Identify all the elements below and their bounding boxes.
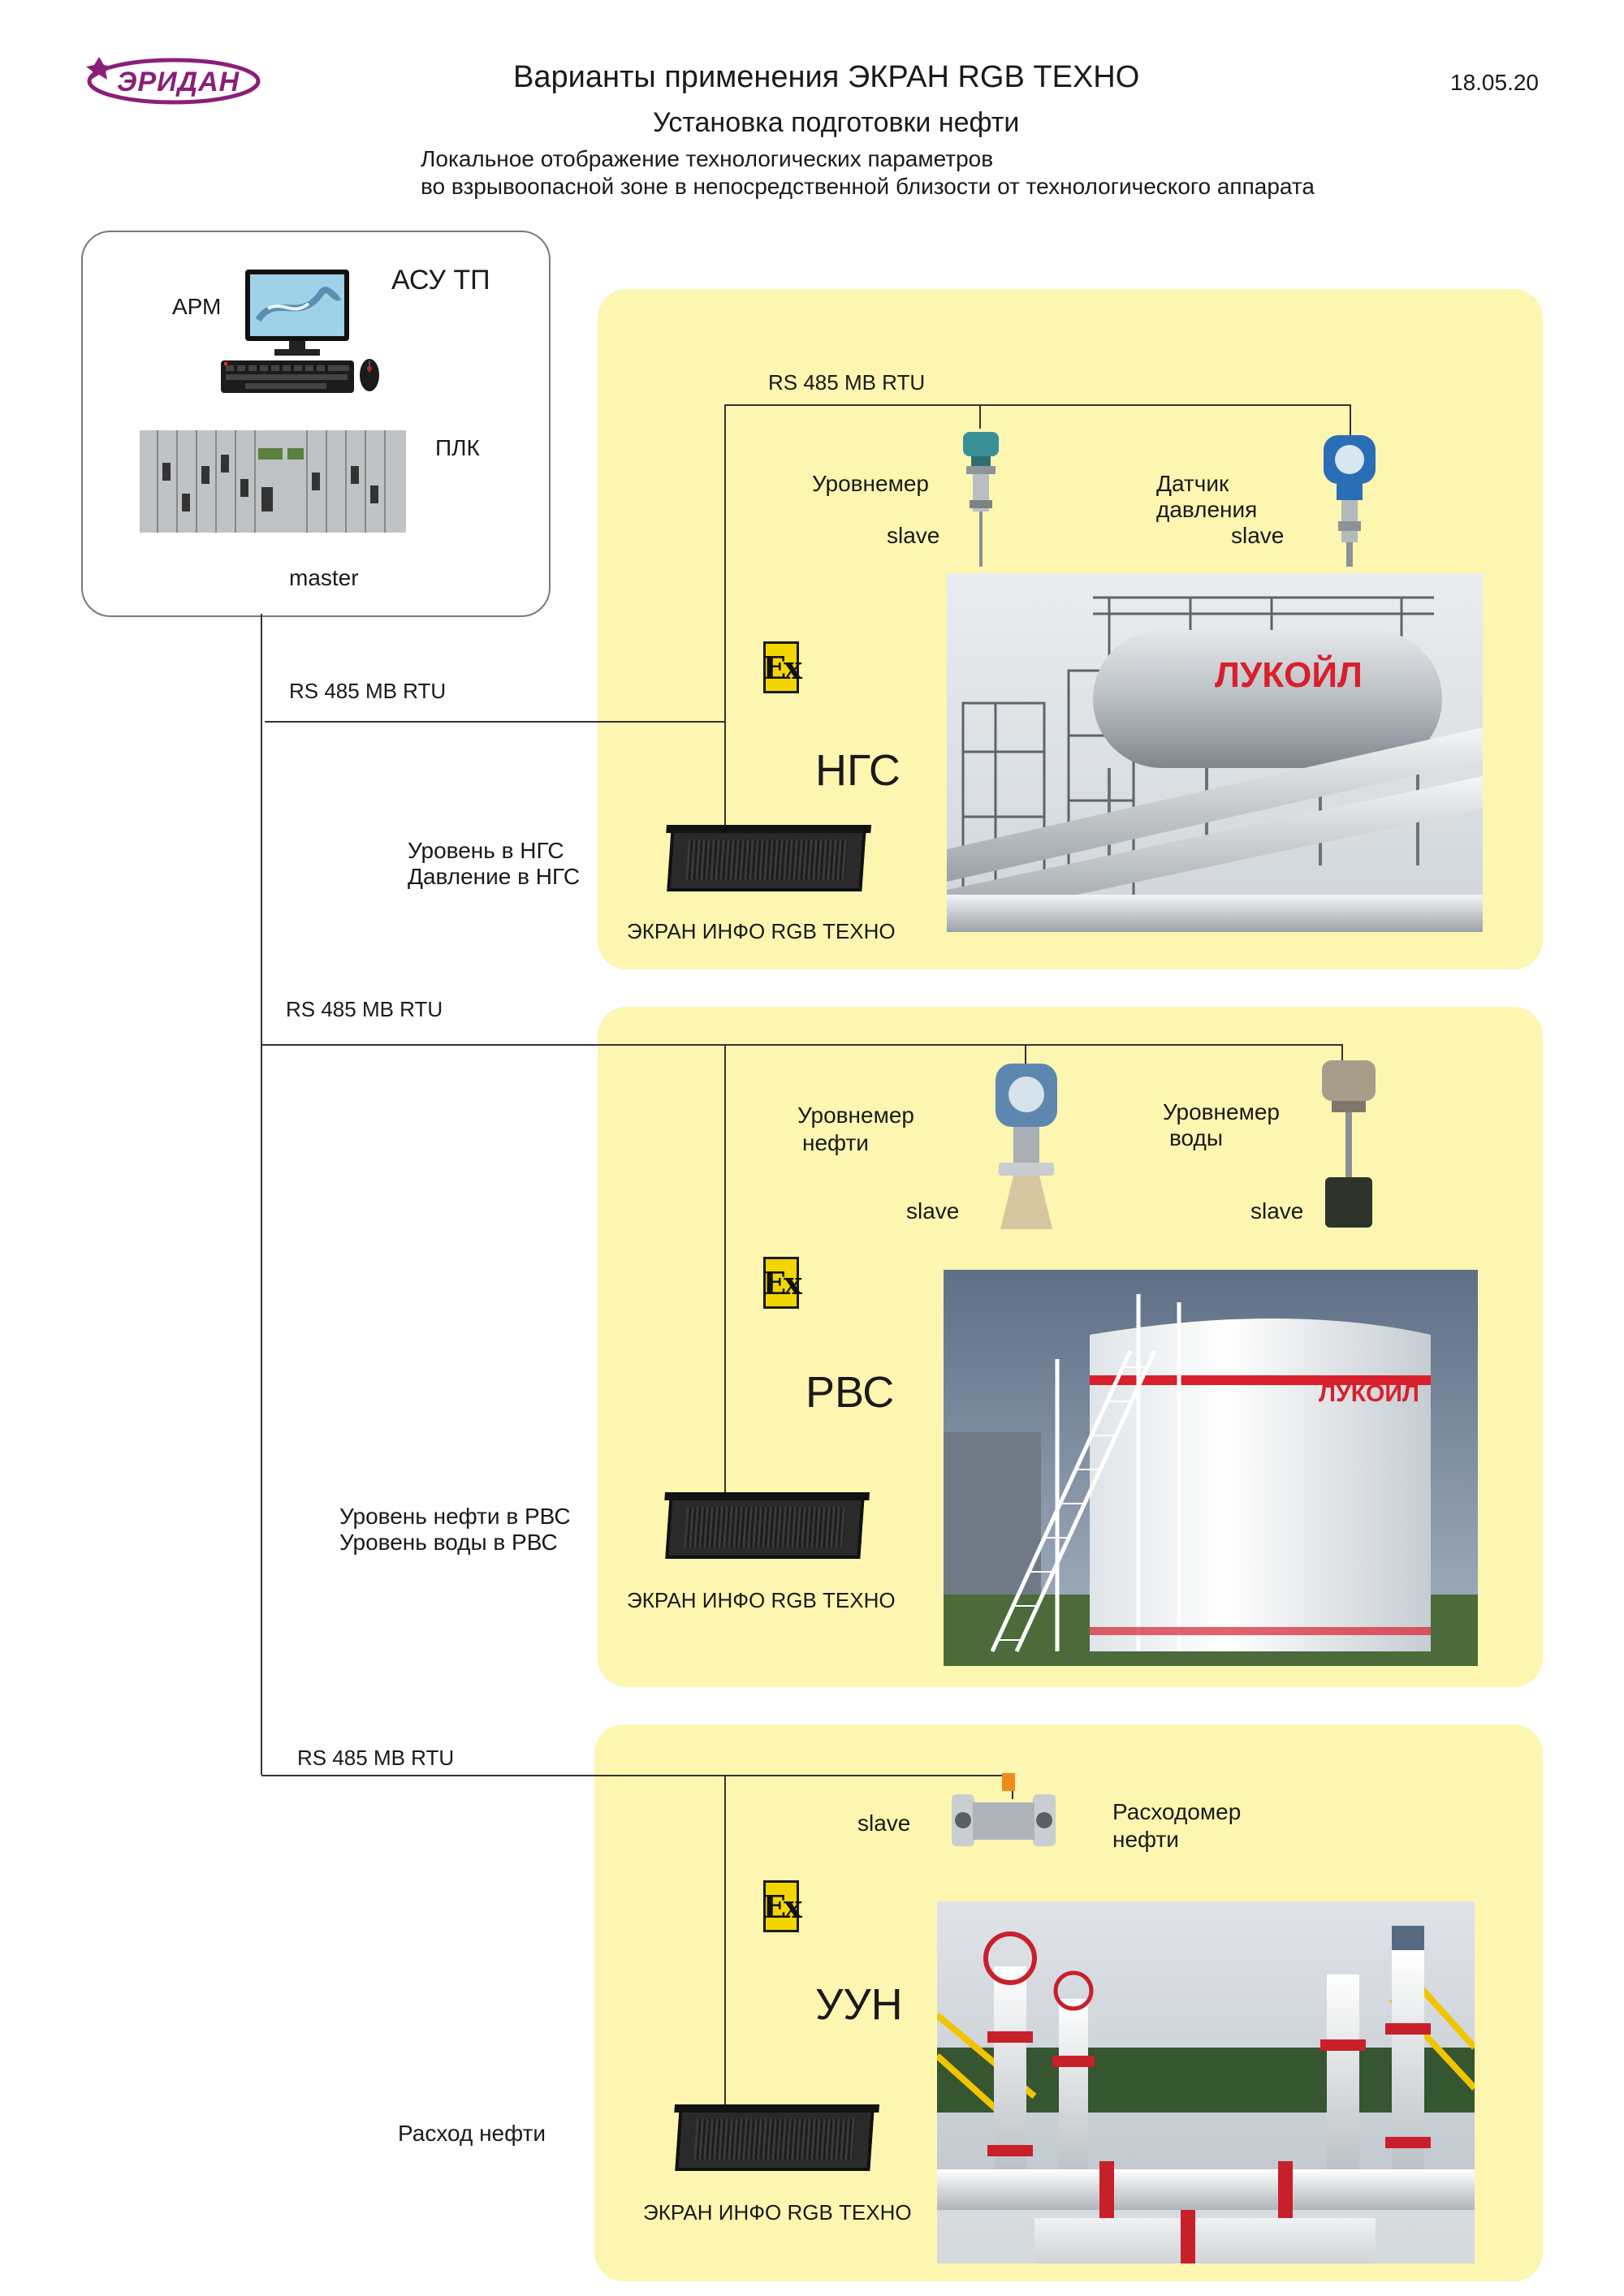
ex-mark-uun: Ex	[762, 1880, 802, 1932]
sensor-label-ngs-2b: давления	[1156, 497, 1258, 522]
section-name-ngs: НГС	[815, 746, 901, 795]
bus-label-top-ngs: RS 485 MB RTU	[768, 370, 926, 395]
bus-vertical-rvs	[724, 1044, 726, 1495]
separator-brand: ЛУКОЙЛ	[1215, 654, 1363, 695]
monitor-icon	[245, 270, 349, 356]
bus-drop-ngs-2	[1350, 404, 1351, 437]
plc-label: ПЛК	[435, 435, 480, 460]
bus-top-ngs	[724, 404, 1351, 406]
keyboard-icon	[221, 360, 354, 393]
oil-level-gauge-rvs	[984, 1060, 1070, 1237]
display-value-ngs-1: Уровень в НГС	[408, 838, 564, 863]
section-name-uun: УУН	[815, 1980, 903, 2029]
pressure-sensor-ngs	[1320, 432, 1379, 568]
screen-label-rvs: ЭКРАН ИНФО RGB ТЕХНО	[627, 1588, 896, 1612]
slave-label-ngs-2: slave	[1231, 523, 1285, 548]
asu-tp-label: АСУ ТП	[391, 265, 490, 296]
screen-label-uun: ЭКРАН ИНФО RGB ТЕХНО	[643, 2200, 912, 2225]
display-screen-ngs	[666, 825, 872, 891]
page-date: 18.05.20	[1450, 70, 1539, 95]
sensor-label-rvs-1a: Уровнемер	[797, 1103, 914, 1128]
display-value-ngs-2: Давление в НГС	[408, 864, 581, 889]
slave-label-rvs-1: slave	[906, 1198, 960, 1224]
display-value-uun: Расход нефти	[398, 2121, 546, 2146]
separator-illustration: ЛУКОЙЛ	[947, 573, 1483, 932]
bus-label-ngs: RS 485 MB RTU	[289, 679, 447, 703]
tank-brand: ЛУКОЙЛ	[1319, 1379, 1419, 1407]
logo-text: ЭРИДАН	[117, 67, 240, 97]
page-title: Варианты применения ЭКРАН RGB ТЕХНО	[513, 60, 1140, 94]
sensor-label-rvs-2a: Уровнемер	[1163, 1099, 1280, 1124]
water-level-gauge-rvs	[1312, 1055, 1385, 1232]
photo-separator-ngs: ЛУКОЙЛ	[947, 573, 1483, 932]
display-value-rvs-1: Уровень нефти в РВС	[339, 1504, 571, 1529]
plc-rack	[140, 430, 406, 533]
sensor-label-uun-b: нефти	[1112, 1827, 1179, 1852]
mouse-icon	[360, 359, 379, 391]
photo-tank-rvs: ЛУКОЙЛ	[944, 1270, 1478, 1666]
slave-label-uun: slave	[857, 1810, 911, 1836]
ex-mark-rvs: Ex	[762, 1257, 802, 1309]
bus-branch-rvs	[261, 1044, 1343, 1046]
bus-drop-ngs-1	[979, 404, 981, 429]
slave-label-ngs-1: slave	[887, 523, 940, 548]
flowmeter-icon	[952, 1773, 1056, 1846]
float-level-icon	[1322, 1060, 1376, 1228]
bus-branch-ngs	[265, 721, 726, 723]
logo: ЭРИДАН	[78, 50, 265, 109]
pressure-sensor-icon	[1324, 435, 1376, 567]
plc-icon	[140, 430, 406, 533]
bus-drop-rvs-1	[1025, 1044, 1026, 1065]
logo-emblem	[86, 57, 261, 105]
workstation-monitor	[244, 268, 351, 356]
arm-label: АРМ	[172, 294, 222, 319]
description-line-1: Локальное отображение технологических па…	[421, 146, 994, 171]
sensor-label-ngs-1: Уровнемер	[812, 471, 929, 496]
metering-illustration	[937, 1901, 1475, 2264]
display-screen-rvs	[664, 1492, 870, 1559]
master-label: master	[289, 565, 359, 590]
description-line-2: во взрывоопасной зоне в непосредственной…	[421, 174, 1315, 199]
photo-metering-uun	[937, 1901, 1475, 2264]
bus-vertical-ngs	[724, 404, 726, 831]
bus-drop-rvs-2	[1341, 1044, 1343, 1060]
mouse	[357, 356, 382, 393]
bus-label-rvs: RS 485 MB RTU	[286, 997, 443, 1021]
flowmeter-uun	[950, 1770, 1057, 1854]
sensor-label-rvs-2b: воды	[1169, 1125, 1223, 1150]
keyboard	[221, 357, 354, 395]
bus-trunk	[261, 614, 262, 1775]
level-gauge-ngs	[952, 429, 1010, 568]
sensor-label-rvs-1b: нефти	[802, 1130, 869, 1155]
page-subtitle: Установка подготовки нефти	[653, 107, 1020, 138]
tank-illustration: ЛУКОЙЛ	[944, 1270, 1478, 1666]
bus-branch-uun	[261, 1775, 1013, 1776]
level-gauge-icon	[963, 432, 999, 567]
bus-vertical-uun	[724, 1775, 726, 2145]
radar-level-icon	[996, 1064, 1057, 1229]
screen-label-ngs: ЭКРАН ИНФО RGB ТЕХНО	[627, 919, 896, 943]
slave-label-rvs-2: slave	[1250, 1198, 1304, 1224]
display-screen-uun	[674, 2104, 880, 2171]
bus-label-uun: RS 485 MB RTU	[297, 1746, 455, 1770]
sensor-label-uun-a: Расходомер	[1112, 1799, 1242, 1824]
sensor-label-ngs-2a: Датчик	[1156, 471, 1229, 496]
ex-mark-ngs: Ex	[762, 641, 802, 693]
section-name-rvs: РВС	[806, 1368, 895, 1417]
display-value-rvs-2: Уровень воды в РВС	[339, 1530, 558, 1555]
